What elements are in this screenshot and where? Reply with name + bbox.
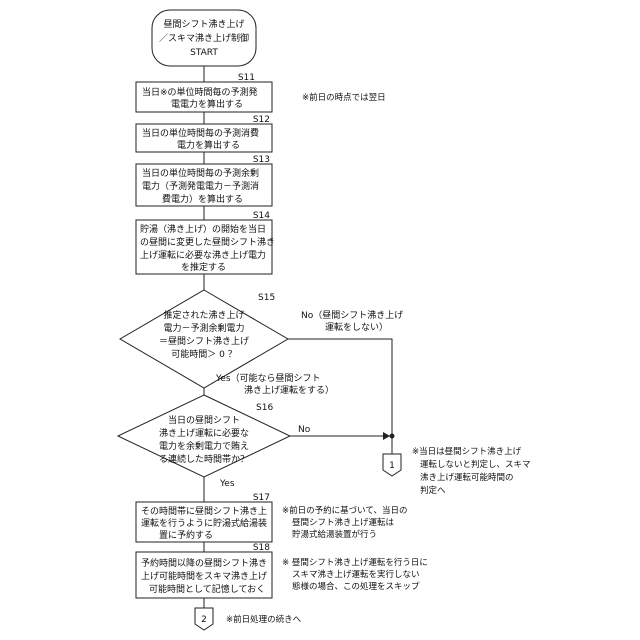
decision-s16-line-1: 当日の昼間シフト <box>168 414 240 426</box>
decision-s15-line-2: 電力－予測余剰電力 <box>163 322 244 334</box>
step-s11-line-1: 当日※の単位時間毎の予測発 <box>142 86 258 98</box>
note-c1-line-1: ※当日は昼間シフト沸き上げ <box>412 446 522 457</box>
connector-1-label: 1 <box>389 461 395 471</box>
step-s14-line-3: 上げ運転に必要な沸き上げ電力 <box>140 249 266 261</box>
step-s14-line-4: を推定する <box>181 261 226 273</box>
s15-no-line <box>288 339 392 454</box>
s15-no-label-1: No（昼間シフト沸き上げ <box>301 309 403 321</box>
step-s17-line-2: 運転を行うように貯湯式給湯装 <box>141 517 267 529</box>
s16-no-label: No <box>298 425 311 435</box>
step-s18-line-1: 予約時間以降の昼間シフト沸き <box>141 557 267 569</box>
note-s11: ※前日の時点では翌日 <box>302 92 386 103</box>
note-c1-line-3: 沸き上げ運転可能時間の <box>420 472 514 483</box>
step-s14: S14 貯湯（沸き上げ）の開始を当日 の昼間に変更した昼間シフト沸き 上げ運転に… <box>136 211 275 274</box>
connector-2-label: 2 <box>201 615 207 625</box>
start-terminal: 昼間シフト沸き上げ ／スキマ沸き上げ制御 START <box>152 10 256 66</box>
note-c1-line-4: 判定へ <box>420 485 446 496</box>
step-s13-line-3: 費電力）を算出する <box>162 193 243 205</box>
step-s13-line-2: 電力（予測発電電力－予測消 <box>142 180 259 192</box>
note-s18-line-2: スキマ沸き上げ運転を実行しない <box>292 569 420 580</box>
note-s17-line-2: 昼間シフト沸き上げ運転は <box>292 517 395 528</box>
note-s17-line-1: ※前日の予約に基づいて、当日の <box>282 505 407 516</box>
decision-s16: S16 当日の昼間シフト 沸き上げ運転に必要な 電力を余剰電力で賄え る連続した… <box>118 395 290 477</box>
note-s18: ※ 昼間シフト沸き上げ運転を行う日に スキマ沸き上げ運転を実行しない 態様の場合… <box>282 557 428 592</box>
step-s17-line-1: その時間帯に昼間シフト沸き上 <box>141 505 267 517</box>
decision-s16-label: S16 <box>256 403 273 413</box>
step-s12-line-1: 当日の単位時間毎の予測消費 <box>142 127 259 139</box>
decision-s16-line-3: 電力を余剰電力で賄え <box>159 440 249 452</box>
decision-s16-line-4: る連続した時間帯か？ <box>159 453 249 465</box>
s15-no-label-2: 運転をしない） <box>325 322 388 333</box>
start-line-1: 昼間シフト沸き上げ <box>163 18 244 30</box>
decision-s15-line-1: 推定された沸き上げ <box>163 309 244 321</box>
step-s11-line-2: 電電力を算出する <box>171 98 243 110</box>
note-connector-2: ※前日処理の続きへ <box>226 614 302 625</box>
note-s18-line-3: 態様の場合、この処理をスキップ <box>292 581 420 592</box>
note-s17: ※前日の予約に基づいて、当日の 昼間シフト沸き上げ運転は 貯湯式給湯装置が行う <box>282 505 407 540</box>
step-s14-line-1: 貯湯（沸き上げ）の開始を当日 <box>140 223 266 235</box>
note-s18-line-1: ※ 昼間シフト沸き上げ運転を行う日に <box>282 557 428 568</box>
step-s12-line-2: 電力を算出する <box>177 139 240 151</box>
start-line-3: START <box>190 48 218 58</box>
step-s14-line-2: の昼間に変更した昼間シフト沸き <box>140 236 275 248</box>
s15-yes-label-1: Yes（可能なら昼間シフト <box>215 372 321 384</box>
decision-s16-line-2: 沸き上げ運転に必要な <box>159 427 249 439</box>
note-c1-line-2: 運転しないと判定し、スキマ <box>420 459 531 470</box>
junction-dot <box>390 434 395 439</box>
start-line-2: ／スキマ沸き上げ制御 <box>159 32 249 44</box>
step-s18-line-3: 可能時間として記憶しておく <box>149 583 265 595</box>
step-s13-line-1: 当日の単位時間毎の予測余剰 <box>142 167 259 179</box>
step-s18-line-2: 上げ可能時間をスキマ沸き上げ <box>141 570 267 582</box>
connector-1: 1 <box>383 454 401 476</box>
note-s17-line-3: 貯湯式給湯装置が行う <box>292 529 377 540</box>
s15-yes-label-2: 沸き上げ運転をする） <box>244 384 334 396</box>
decision-s15-label: S15 <box>258 293 275 303</box>
s16-yes-label: Yes <box>219 479 235 489</box>
decision-s15-line-4: 可能時間＞ 0 ？ <box>171 348 236 360</box>
step-s17-line-3: 置に予約する <box>159 529 213 541</box>
decision-s15-line-3: ＝昼間シフト沸き上げ <box>159 335 249 347</box>
connector-2: 2 <box>195 608 213 630</box>
note-connector-1: ※当日は昼間シフト沸き上げ 運転しないと判定し、スキマ 沸き上げ運転可能時間の … <box>412 446 531 496</box>
